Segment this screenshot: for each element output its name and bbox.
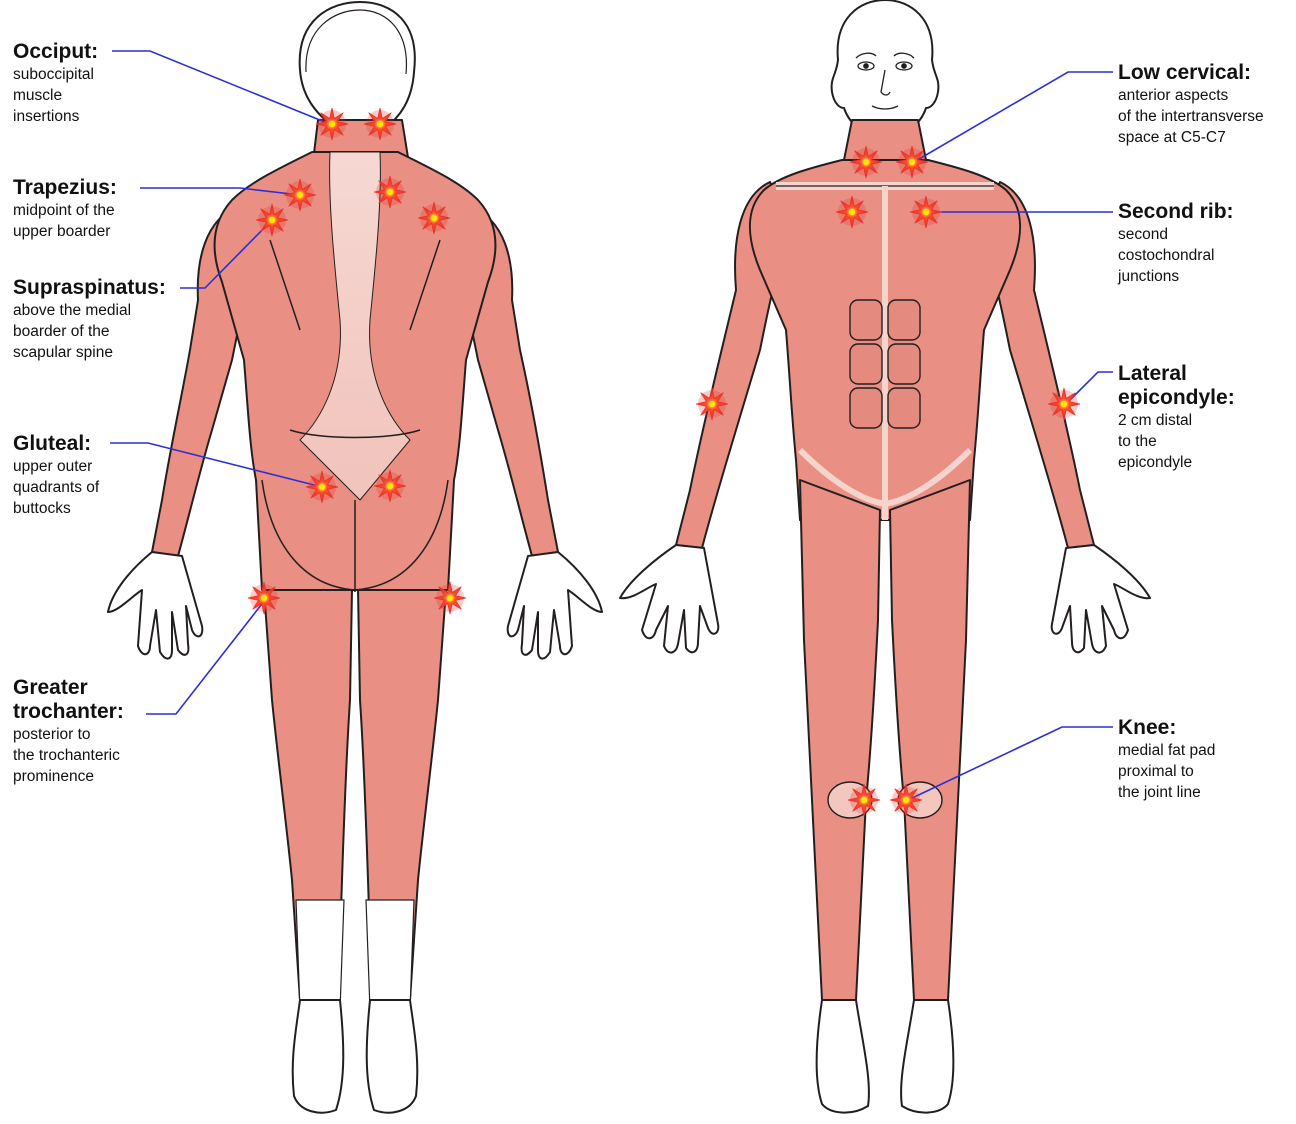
label-low-cervical-title: Low cervical: — [1118, 61, 1264, 85]
label-lateral-epicondyle: Lateral epicondyle: 2 cm distal to the e… — [1118, 362, 1235, 473]
front-hand-left — [620, 545, 718, 653]
label-lateral-epicondyle-desc: 2 cm distal to the epicondyle — [1118, 410, 1235, 473]
tender-point-greater-trochanter-right — [434, 582, 466, 614]
front-leg-right — [890, 480, 970, 1000]
tender-point-low-cervical-right — [896, 146, 928, 178]
front-head — [832, 0, 939, 136]
label-occiput-title: Occiput: — [13, 40, 98, 64]
front-hand-right — [1052, 545, 1150, 653]
front-leg-left — [800, 480, 880, 1000]
tender-point-knee-right — [890, 784, 922, 816]
tender-point-supraspinatus-right — [418, 202, 450, 234]
tender-point-second-rib-left — [836, 196, 868, 228]
back-view-figure — [108, 2, 602, 1113]
front-view-figure — [620, 0, 1150, 1113]
tender-point-lateral-epicondyle-left — [696, 388, 728, 420]
tender-point-low-cervical-left — [850, 146, 882, 178]
tender-point-supraspinatus-left — [256, 204, 288, 236]
label-low-cervical: Low cervical: anterior aspects of the in… — [1118, 61, 1264, 148]
label-occiput: Occiput: suboccipital muscle insertions — [13, 40, 98, 127]
tender-point-gluteal-left — [306, 471, 338, 503]
label-knee-title: Knee: — [1118, 716, 1215, 740]
front-foot-right — [901, 1000, 953, 1113]
tender-point-trapezius-left — [284, 179, 316, 211]
back-head — [300, 2, 415, 128]
label-lateral-epicondyle-title: Lateral epicondyle: — [1118, 362, 1235, 410]
label-supraspinatus-title: Supraspinatus: — [13, 276, 166, 300]
label-occiput-desc: suboccipital muscle insertions — [13, 64, 98, 127]
label-greater-trochanter: Greater trochanter: posterior to the tro… — [13, 676, 124, 787]
label-trapezius: Trapezius: midpoint of the upper boarder — [13, 176, 117, 242]
tender-point-second-rib-right — [910, 196, 942, 228]
back-foot-right — [367, 1000, 418, 1113]
label-second-rib-title: Second rib: — [1118, 200, 1234, 224]
label-gluteal-desc: upper outer quadrants of buttocks — [13, 456, 99, 519]
tender-point-greater-trochanter-left — [248, 582, 280, 614]
label-greater-trochanter-desc: posterior to the trochanteric prominence — [13, 724, 124, 787]
label-low-cervical-desc: anterior aspects of the intertransverse … — [1118, 85, 1264, 148]
tender-point-trapezius-right — [374, 176, 406, 208]
tender-point-knee-left — [848, 784, 880, 816]
label-gluteal: Gluteal: upper outer quadrants of buttoc… — [13, 432, 99, 519]
label-greater-trochanter-title: Greater trochanter: — [13, 676, 124, 724]
label-second-rib: Second rib: second costochondral junctio… — [1118, 200, 1234, 287]
label-trapezius-title: Trapezius: — [13, 176, 117, 200]
tender-point-occiput-left — [316, 108, 348, 140]
label-supraspinatus-desc: above the medial boarder of the scapular… — [13, 300, 166, 363]
front-foot-left — [817, 1000, 869, 1113]
tender-point-occiput-right — [364, 108, 396, 140]
back-foot-left — [293, 1000, 344, 1113]
label-trapezius-desc: midpoint of the upper boarder — [13, 200, 117, 242]
label-second-rib-desc: second costochondral junctions — [1118, 224, 1234, 287]
leader-low-cervical — [914, 72, 1113, 162]
label-supraspinatus: Supraspinatus: above the medial boarder … — [13, 276, 166, 363]
tender-point-gluteal-right — [374, 470, 406, 502]
tender-point-lateral-epicondyle-right — [1048, 388, 1080, 420]
label-knee-desc: medial fat pad proximal to the joint lin… — [1118, 740, 1215, 803]
label-gluteal-title: Gluteal: — [13, 432, 99, 456]
label-knee: Knee: medial fat pad proximal to the joi… — [1118, 716, 1215, 803]
back-hand-left — [108, 552, 202, 659]
back-hand-right — [508, 552, 602, 659]
